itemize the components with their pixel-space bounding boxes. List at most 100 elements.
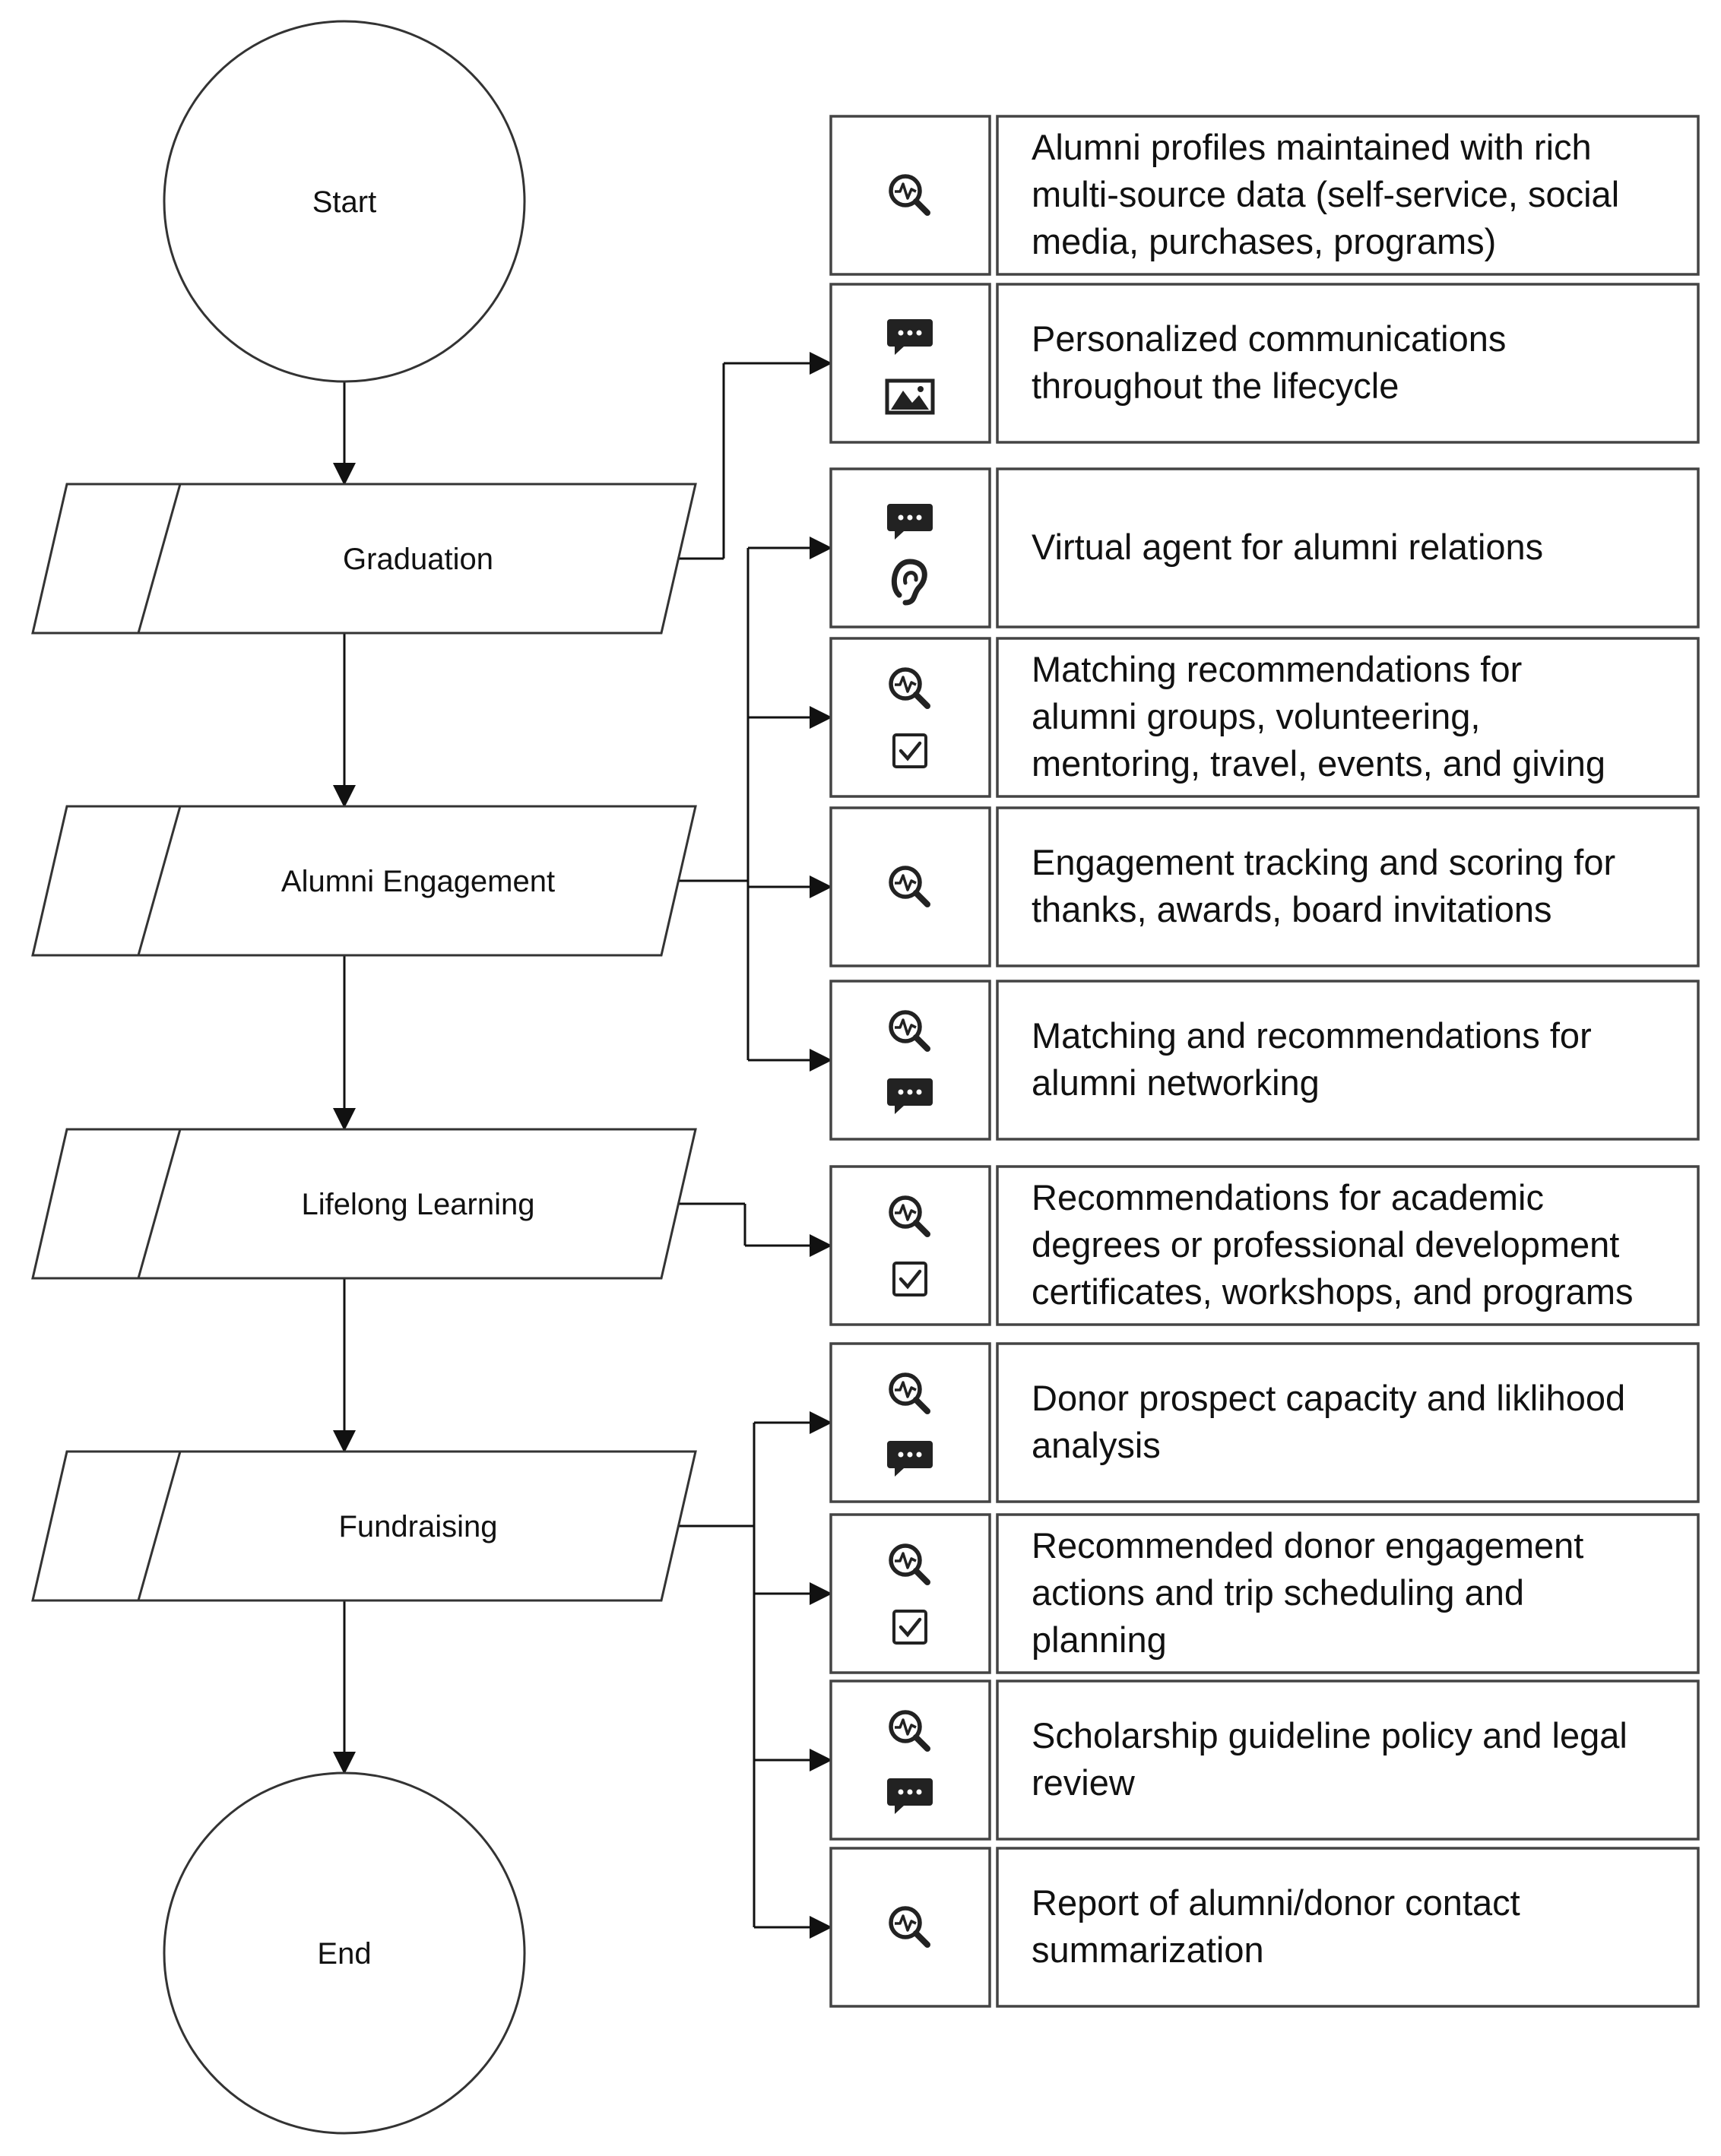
ear-icon bbox=[891, 559, 927, 606]
capability-line: Matching recommendations for bbox=[1032, 649, 1522, 689]
capability-line: Virtual agent for alumni relations bbox=[1032, 527, 1543, 567]
icon-cell bbox=[829, 1847, 991, 2008]
stage-label: Graduation bbox=[343, 543, 493, 576]
description-cell bbox=[996, 467, 1700, 628]
capability-line: Recommended donor engagement bbox=[1032, 1525, 1583, 1566]
capability-item: Matching recommendations for alumni group… bbox=[829, 637, 1700, 798]
stage-fundraising: Fundraising bbox=[31, 1450, 697, 1602]
analytics-magnifier-icon bbox=[889, 1372, 930, 1414]
icon-cell bbox=[829, 1680, 991, 1841]
capability-line: mentoring, travel, events, and giving bbox=[1032, 743, 1605, 784]
capability-item: Matching and recommendations for alumni n… bbox=[829, 980, 1700, 1141]
icon-cell bbox=[829, 1165, 991, 1326]
icon-cell bbox=[829, 1342, 991, 1503]
capability-line: Engagement tracking and scoring for bbox=[1032, 842, 1615, 882]
icon-cell bbox=[829, 1513, 991, 1674]
checkbox-icon bbox=[892, 1610, 927, 1645]
capability-line: Personalized communications bbox=[1032, 318, 1506, 359]
analytics-magnifier-icon bbox=[889, 1195, 930, 1237]
end-node: End bbox=[163, 1771, 526, 2135]
connectors bbox=[333, 352, 832, 1939]
capability-item: Personalized communications throughout th… bbox=[829, 283, 1700, 444]
description-cell bbox=[996, 1847, 1700, 2008]
analytics-magnifier-icon bbox=[889, 174, 930, 216]
capability-text: Recommendations for academic degrees or p… bbox=[1032, 1177, 1634, 1312]
branch-graduation bbox=[679, 352, 832, 560]
end-node-label: End bbox=[317, 1937, 371, 1971]
analytics-magnifier-icon bbox=[889, 1906, 930, 1948]
capability-item: Recommended donor engagement actions and … bbox=[829, 1513, 1700, 1674]
icon-cell bbox=[829, 283, 991, 444]
stage-graduation: Graduation bbox=[31, 483, 697, 635]
capability-item: Virtual agent for alumni relations bbox=[829, 467, 1700, 628]
capability-line: Matching and recommendations for bbox=[1032, 1015, 1592, 1056]
description-cell bbox=[996, 1513, 1700, 1674]
capability-line: summarization bbox=[1032, 1930, 1264, 1970]
description-cell bbox=[996, 1342, 1700, 1503]
chat-bubble-icon bbox=[887, 1441, 933, 1477]
capability-line: throughout the lifecycle bbox=[1032, 366, 1399, 406]
start-node-label: Start bbox=[312, 185, 376, 219]
checkbox-icon bbox=[892, 733, 927, 768]
description-cell bbox=[996, 980, 1700, 1141]
capability-item: Recommendations for academic degrees or p… bbox=[829, 1165, 1700, 1326]
stage-label: Lifelong Learning bbox=[302, 1188, 535, 1221]
capability-line: Recommendations for academic bbox=[1032, 1177, 1544, 1217]
capability-line: multi-source data (self-service, social bbox=[1032, 174, 1619, 214]
stage-divider bbox=[137, 1129, 182, 1279]
analytics-magnifier-icon bbox=[889, 1710, 930, 1752]
icon-cell bbox=[829, 637, 991, 798]
capability-text: Recommended donor engagement actions and … bbox=[1032, 1525, 1583, 1660]
stage-label: Fundraising bbox=[338, 1510, 497, 1543]
stage-divider bbox=[137, 806, 182, 956]
analytics-magnifier-icon bbox=[889, 866, 930, 907]
image-icon bbox=[885, 378, 935, 415]
stage-label: Alumni Engagement bbox=[281, 865, 555, 898]
stage-divider bbox=[137, 1451, 182, 1601]
description-cell bbox=[996, 806, 1700, 967]
capability-line: thanks, awards, board invitations bbox=[1032, 889, 1551, 929]
analytics-magnifier-icon bbox=[889, 667, 930, 709]
capability-line: alumni networking bbox=[1032, 1062, 1320, 1103]
chat-bubble-icon bbox=[887, 504, 933, 540]
capability-text: Matching and recommendations for alumni n… bbox=[1032, 1015, 1592, 1103]
stage-lifelong-learning: Lifelong Learning bbox=[31, 1128, 697, 1280]
capability-line: Scholarship guideline policy and legal bbox=[1032, 1715, 1628, 1756]
capability-line: actions and trip scheduling and bbox=[1032, 1572, 1524, 1613]
capability-line: analysis bbox=[1032, 1425, 1161, 1465]
capability-text: Matching recommendations for alumni group… bbox=[1032, 649, 1605, 784]
capability-item: Alumni profiles maintained with rich mult… bbox=[829, 115, 1700, 276]
description-cell bbox=[996, 283, 1700, 444]
capability-list: Alumni profiles maintained with rich mult… bbox=[829, 115, 1700, 2008]
description-cell bbox=[996, 637, 1700, 798]
description-cell bbox=[996, 1165, 1700, 1326]
capability-line: alumni groups, volunteering, bbox=[1032, 696, 1480, 736]
analytics-magnifier-icon bbox=[889, 1543, 930, 1585]
description-cell bbox=[996, 115, 1700, 276]
chat-bubble-icon bbox=[887, 319, 933, 355]
capability-line: Alumni profiles maintained with rich bbox=[1032, 127, 1592, 167]
capability-text: Virtual agent for alumni relations bbox=[1032, 527, 1543, 567]
chat-bubble-icon bbox=[887, 1778, 933, 1814]
capability-text: Donor prospect capacity and liklihood ana… bbox=[1032, 1378, 1625, 1465]
icon-cell bbox=[829, 980, 991, 1141]
branch-lifelong-learning bbox=[679, 1202, 832, 1257]
analytics-magnifier-icon bbox=[889, 1010, 930, 1052]
capability-item: Engagement tracking and scoring for thank… bbox=[829, 806, 1700, 967]
chat-bubble-icon bbox=[887, 1078, 933, 1114]
capability-line: degrees or professional development bbox=[1032, 1224, 1619, 1265]
branch-alumni-engagement bbox=[679, 537, 832, 1072]
description-cell bbox=[996, 1680, 1700, 1841]
capability-line: certificates, workshops, and programs bbox=[1032, 1271, 1634, 1312]
capability-line: media, purchases, programs) bbox=[1032, 221, 1496, 261]
checkbox-icon bbox=[892, 1262, 927, 1296]
capability-text: Personalized communications throughout th… bbox=[1032, 318, 1506, 406]
capability-text: Alumni profiles maintained with rich mult… bbox=[1032, 127, 1619, 261]
capability-line: Donor prospect capacity and liklihood bbox=[1032, 1378, 1625, 1418]
